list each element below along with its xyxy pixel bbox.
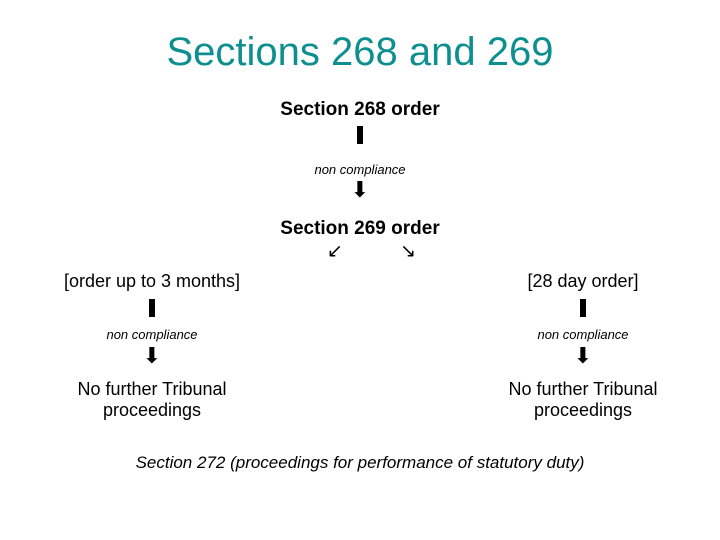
node-right-outcome-line2: proceedings — [533, 399, 633, 420]
arrow-down-icon-root: ⬇ — [350, 178, 370, 203]
connector-bar-right-branch — [580, 299, 586, 317]
edge-label-right-non-compliance: non compliance — [537, 327, 629, 342]
node-left-outcome: No further Tribunal proceedings — [32, 379, 272, 420]
node-order-up-to-3-months: [order up to 3 months] — [63, 271, 241, 291]
node-left-outcome-line2: proceedings — [102, 399, 202, 420]
footer-section-272: Section 272 (proceedings for performance… — [135, 453, 585, 472]
connector-bar-root — [357, 126, 363, 144]
arrow-down-icon-right-branch: ⬇ — [573, 344, 593, 369]
arrow-down-icon-left-branch: ⬇ — [142, 344, 162, 369]
edge-label-left-non-compliance: non compliance — [106, 327, 198, 342]
node-right-outcome: No further Tribunal proceedings — [463, 379, 703, 420]
node-section-269-order: Section 269 order — [280, 218, 440, 239]
arrow-down-right-icon-branch: ↘ — [400, 240, 416, 262]
arrow-down-left-icon-branch: ↙ — [327, 240, 343, 262]
connector-bar-left-branch — [149, 299, 155, 317]
page-title: Sections 268 and 269 — [166, 30, 554, 74]
node-section-268-order: Section 268 order — [280, 99, 440, 120]
node-28-day-order: [28 day order] — [527, 271, 639, 291]
node-right-outcome-line1: No further Tribunal — [508, 379, 658, 399]
node-left-outcome-line1: No further Tribunal — [77, 379, 227, 399]
edge-label-root-non-compliance: non compliance — [314, 162, 406, 177]
